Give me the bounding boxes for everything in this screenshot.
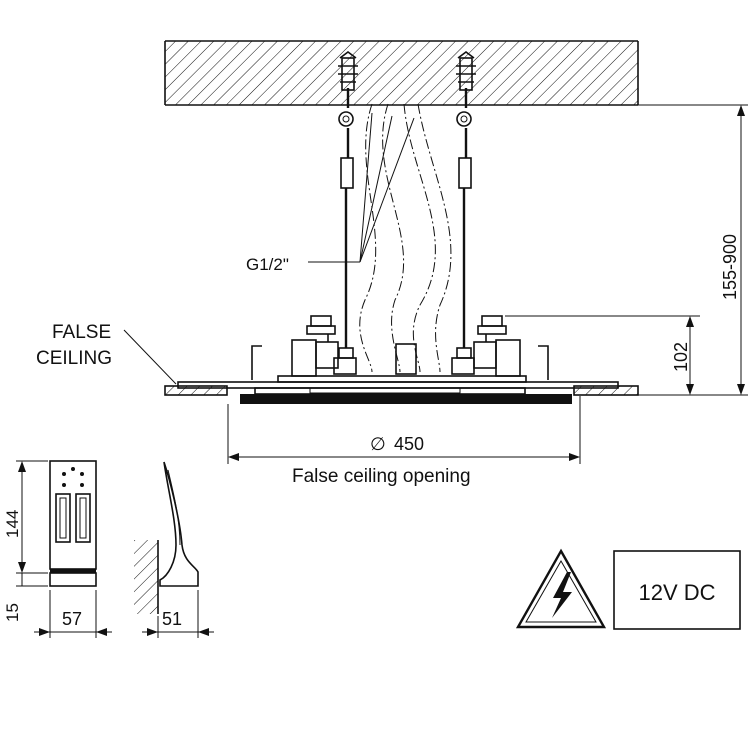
thread-leader: G1/2" [246,112,415,274]
shower-head [177,315,619,404]
thread-label: G1/2" [246,255,289,274]
control-unit-front [49,460,97,587]
control-width-value: 57 [62,609,82,629]
unit-height-dimension: 102 [505,315,700,395]
control-base-value: 15 [3,603,22,622]
opening-caption: False ceiling opening [292,466,471,487]
control-depth-dimension: 51 [142,590,214,638]
height-range-value: 155-900 [720,234,740,300]
unit-height-value: 102 [671,342,691,372]
left-suspension-rod [333,51,358,375]
false-ceiling-callout: FALSE CEILING [36,322,177,385]
electrical-hazard-icon [515,548,607,629]
ceiling-slab [164,40,639,106]
diameter-value: 450 [394,434,424,454]
flexible-hoses [359,103,452,373]
height-range-dimension: 155-900 [632,104,748,396]
diameter-symbol: ∅ [370,434,386,454]
control-unit-side [134,461,199,614]
false-ceiling-boards [164,385,639,396]
control-height-dimension: 144 [3,460,48,574]
false-ceiling-label-1: FALSE [52,322,111,343]
voltage-badge: 12V DC [613,550,741,630]
control-depth-value: 51 [162,609,182,629]
voltage-label: 12V DC [638,580,715,605]
control-base-dimension: 15 [3,573,48,622]
control-height-value: 144 [3,510,22,538]
control-width-dimension: 57 [34,590,112,638]
false-ceiling-label-2: CEILING [36,348,112,369]
right-suspension-rod [451,51,476,375]
diameter-dimension: ∅ 450 False ceiling opening [227,396,581,487]
